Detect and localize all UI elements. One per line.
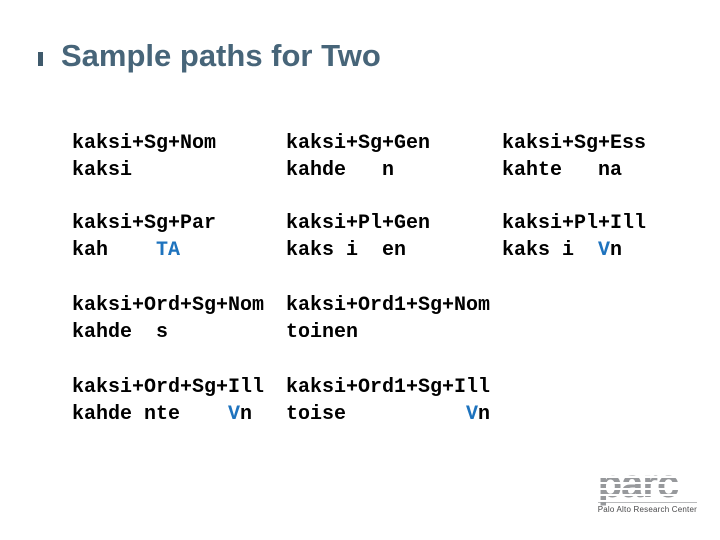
archiphoneme-symbol: V [598,239,611,262]
analysis-block-ord1-sg-nom: kaksi+Ord1+Sg+Nom toinen [286,292,490,346]
surface-text: kahte na [502,159,623,182]
surface-form: kahde s [72,319,264,346]
lexical-form: kaksi+Sg+Ess [502,132,647,155]
analysis-block-pl-gen: kaksi+Pl+Gen kaks i en [286,210,430,264]
lexical-form: kaksi+Pl+Gen [286,212,431,235]
archiphoneme-symbol: V [228,403,241,426]
parc-logo-caption: Palo Alto Research Center [597,502,697,514]
surface-form: kahte na [502,157,646,184]
surface-form: kaks i en [286,237,430,264]
surface-text: kahde nte [72,403,229,426]
surface-form: kahde n [286,157,430,184]
lexical-form: kaksi+Sg+Par [72,212,217,235]
parc-wordmark-text: parc [597,462,679,506]
lexical-form: kaksi+Sg+Nom [72,132,217,155]
slide-title: Sample paths for Two [61,38,381,73]
lexical-form: kaksi+Ord1+Sg+Ill [286,376,491,399]
analysis-block-sg-ess: kaksi+Sg+Ess kahte na [502,130,646,184]
surface-text: kahde s [72,321,169,344]
lexical-form: kaksi+Ord+Sg+Nom [72,294,265,317]
archiphoneme-symbol: TA [156,239,181,262]
surface-text: kaks i [502,239,599,262]
title-accent-tick [38,52,43,66]
lexical-form: kaksi+Pl+Ill [502,212,647,235]
surface-text: toinen [286,321,359,344]
surface-form: kah TA [72,237,216,264]
surface-text: kahde n [286,159,395,182]
surface-text: n [610,239,623,262]
lexical-form: kaksi+Ord1+Sg+Nom [286,294,491,317]
analysis-block-sg-gen: kaksi+Sg+Gen kahde n [286,130,430,184]
analysis-block-ord-sg-nom: kaksi+Ord+Sg+Nom kahde s [72,292,264,346]
surface-form: kaksi [72,157,216,184]
parc-wordmark: parc [597,464,679,504]
parc-logo: parc Palo Alto Research Center [597,464,697,514]
surface-form: toise Vn [286,401,490,428]
surface-form: toinen [286,319,490,346]
lexical-form: kaksi+Sg+Gen [286,132,431,155]
surface-text: toise [286,403,467,426]
surface-text: kaks i en [286,239,407,262]
surface-form: kaks i Vn [502,237,646,264]
surface-text: n [478,403,491,426]
archiphoneme-symbol: V [466,403,479,426]
surface-text: kaksi [72,159,133,182]
surface-text: kah [72,239,157,262]
surface-form: kahde nte Vn [72,401,264,428]
analysis-block-sg-nom: kaksi+Sg+Nom kaksi [72,130,216,184]
lexical-form: kaksi+Ord+Sg+Ill [72,376,265,399]
surface-text: n [240,403,253,426]
